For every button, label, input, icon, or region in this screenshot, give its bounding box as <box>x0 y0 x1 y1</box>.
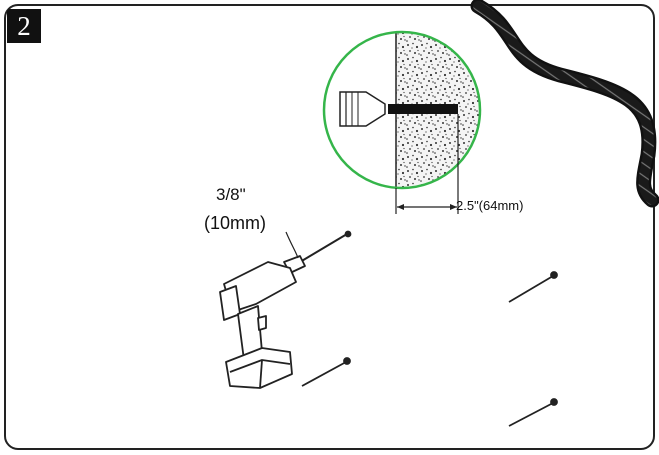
wall-detail-icon <box>324 20 496 214</box>
cable-icon <box>478 6 652 200</box>
wall-anchor-icon <box>302 272 557 426</box>
hole-depth-label: 2.5"(64mm) <box>456 198 523 213</box>
bit-size-inches: 3/8" <box>216 185 246 205</box>
drill-icon <box>220 232 351 389</box>
bit-leader-line <box>286 232 298 258</box>
bit-size-mm: (10mm) <box>204 213 266 234</box>
